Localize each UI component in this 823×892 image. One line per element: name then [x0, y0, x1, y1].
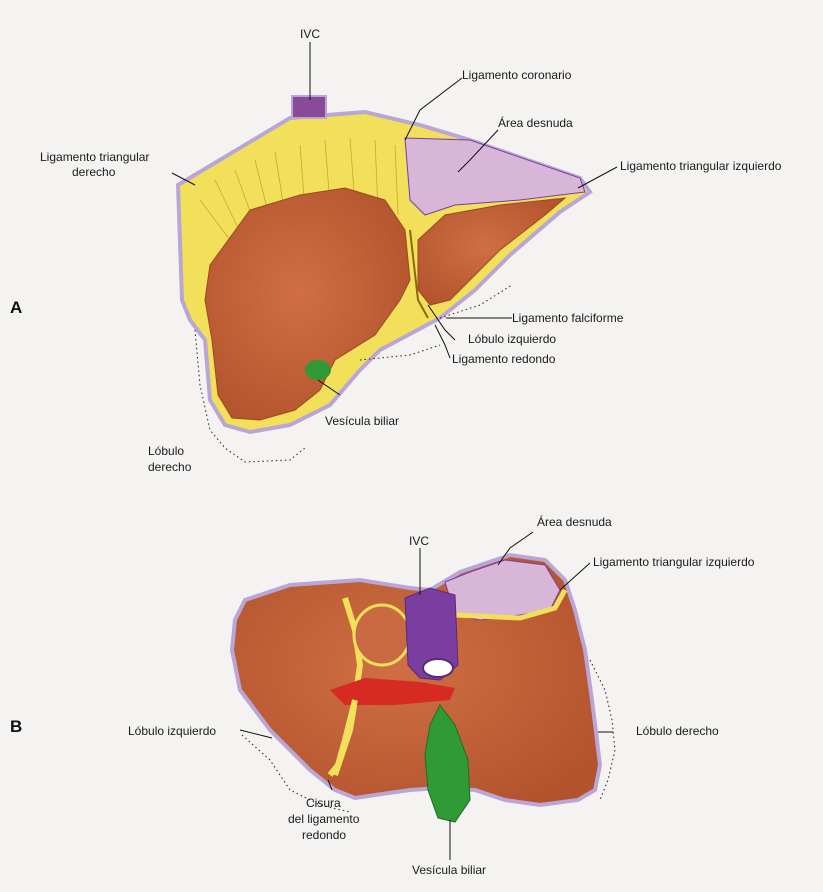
label-ligamento-falciforme-a: Ligamento falciforme [512, 311, 624, 325]
label-ivc-a: IVC [300, 27, 320, 41]
panel-label-a: A [10, 298, 22, 317]
label-area-desnuda-a: Área desnuda [498, 115, 573, 130]
caudate-lobe-b [354, 605, 410, 665]
label-ivc-b: IVC [409, 534, 429, 548]
label-lobulo-izquierdo-a: Lóbulo izquierdo [468, 332, 556, 346]
label-ligamento-triangular-izquierdo-b: Ligamento triangular izquierdo [593, 555, 755, 569]
panel-label-b: B [10, 717, 22, 736]
label-ligamento-coronario-a: Ligamento coronario [462, 68, 572, 82]
label-ligamento-triangular-derecho-a-line1: Ligamento triangular [40, 150, 149, 164]
label-lobulo-izquierdo-b: Lóbulo izquierdo [128, 724, 216, 738]
label-lobulo-derecho-a-line1: Lóbulo [148, 444, 184, 458]
label-lobulo-derecho-a-line2: derecho [148, 460, 192, 474]
panel-a-diagram [178, 96, 590, 462]
label-ligamento-triangular-izquierdo-a: Ligamento triangular izquierdo [620, 159, 782, 173]
label-area-desnuda-b: Área desnuda [537, 514, 612, 529]
label-vesicula-biliar-a: Vesícula biliar [325, 414, 399, 428]
label-lobulo-derecho-b: Lóbulo derecho [636, 724, 719, 738]
label-cisura-line1: Cisura [306, 796, 341, 810]
gallbladder-a [305, 360, 331, 380]
label-ligamento-redondo-a: Ligamento redondo [452, 352, 556, 366]
label-cisura-line2: del ligamento [288, 812, 360, 826]
label-vesicula-biliar-b: Vesícula biliar [412, 863, 486, 877]
ivc-lumen-b [423, 659, 453, 677]
ivc-a [292, 96, 326, 118]
label-cisura-line3: redondo [302, 828, 346, 842]
panel-b-diagram [232, 555, 615, 822]
label-ligamento-triangular-derecho-a-line2: derecho [72, 165, 116, 179]
